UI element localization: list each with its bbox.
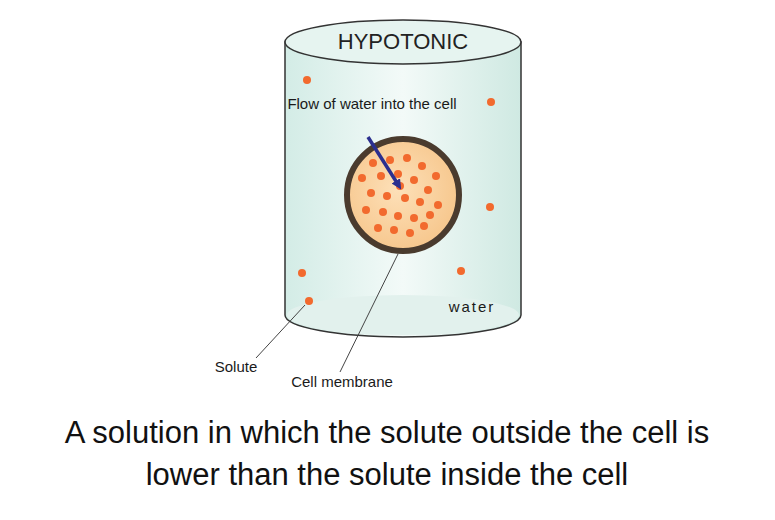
water-label: water xyxy=(449,298,496,315)
beaker xyxy=(285,20,521,337)
solute-dot xyxy=(406,229,414,237)
flow-label: Flow of water into the cell xyxy=(277,93,467,115)
solute-dot xyxy=(367,189,375,197)
solute-dot xyxy=(410,176,418,184)
solute-dot xyxy=(416,198,424,206)
cell xyxy=(347,139,459,251)
solute-dot xyxy=(426,211,434,219)
solute-dot xyxy=(374,224,382,232)
solute-dot xyxy=(362,206,370,214)
leader-line xyxy=(340,254,398,372)
leader-line xyxy=(256,305,305,358)
solute-dot xyxy=(418,162,426,170)
solute-dot xyxy=(358,174,366,182)
solute-label: Solute xyxy=(215,358,258,375)
solute-dot xyxy=(386,156,394,164)
solute-dot xyxy=(410,214,418,222)
solute-dot xyxy=(401,194,409,202)
water-flow-arrow xyxy=(368,137,399,186)
solute-dot xyxy=(403,154,411,162)
solute-dot xyxy=(369,159,377,167)
solute-dot xyxy=(394,212,402,220)
solute-dot xyxy=(420,222,428,230)
solute-dot xyxy=(377,172,385,180)
solute-dot xyxy=(383,192,391,200)
solute-dot xyxy=(379,208,387,216)
solute-dot xyxy=(424,186,432,194)
solute-dot xyxy=(390,226,398,234)
beaker-title: HYPOTONIC xyxy=(338,29,468,55)
solute-dot xyxy=(434,201,442,209)
caption: A solution in which the solute outside t… xyxy=(27,412,747,496)
solute-dots xyxy=(358,154,442,237)
solute-dot xyxy=(432,172,440,180)
membrane-label: Cell membrane xyxy=(291,373,393,390)
